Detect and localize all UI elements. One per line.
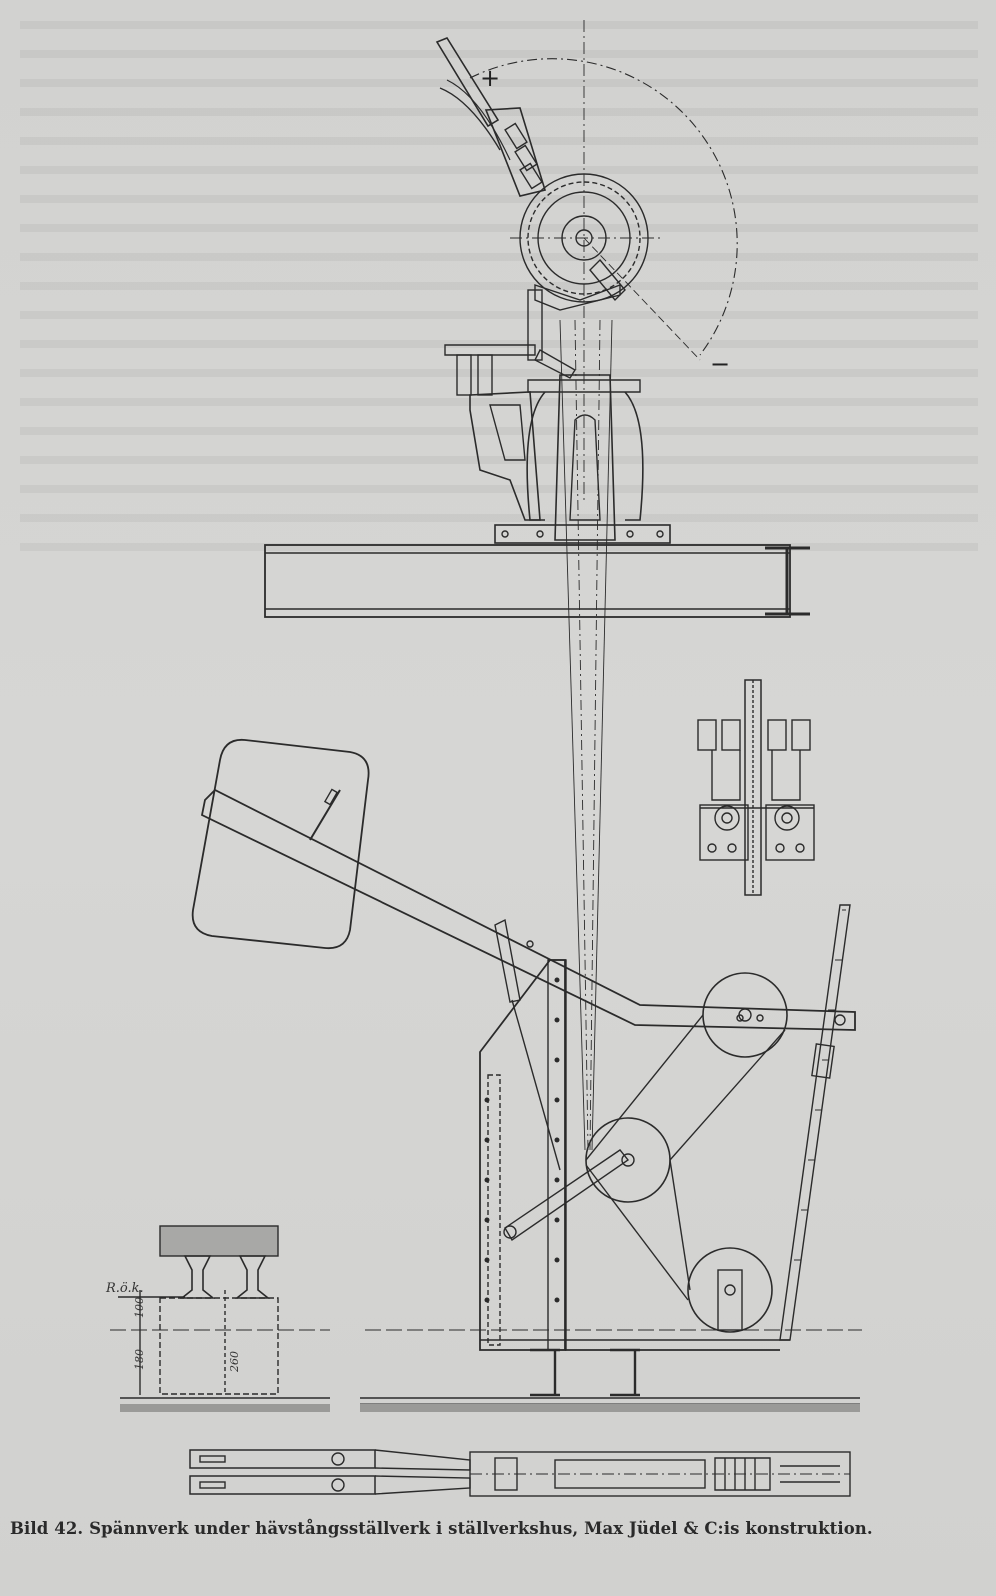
bottom-pulley	[687, 1247, 773, 1333]
rail-section-detail: R.ö.k. 100 180 260	[105, 1225, 330, 1412]
threaded-rod	[779, 904, 851, 1341]
guide-lines	[559, 319, 613, 1151]
rail-profile-left	[179, 1255, 216, 1299]
rail-profile-right	[234, 1255, 271, 1299]
lever-frame	[444, 289, 671, 544]
dim-260-label: 260	[228, 1351, 241, 1373]
i-beam-girder	[264, 544, 810, 618]
counterweight-box	[191, 738, 370, 950]
plan-view	[189, 1449, 851, 1497]
upper-right-pulley	[702, 972, 788, 1058]
dim-180-label: 180	[133, 1349, 146, 1370]
plus-sign: +	[480, 64, 500, 92]
lever-handle	[435, 37, 547, 197]
tensioning-unit	[191, 738, 856, 1397]
lever-hub	[519, 173, 649, 303]
minus-sign: −	[710, 350, 730, 378]
swing-arc	[469, 58, 738, 356]
figure-caption: Bild 42. Spännverk under hävstångsställv…	[10, 1519, 873, 1538]
floor	[360, 1329, 862, 1412]
upper-lever-assembly	[264, 20, 810, 618]
rail-level-label: R.ö.k.	[105, 1281, 144, 1296]
weight-lever-arm	[200, 788, 856, 1031]
chain-detail	[697, 679, 815, 896]
sleeper-hatched	[159, 1225, 279, 1257]
dim-100-label: 100	[133, 1297, 146, 1318]
